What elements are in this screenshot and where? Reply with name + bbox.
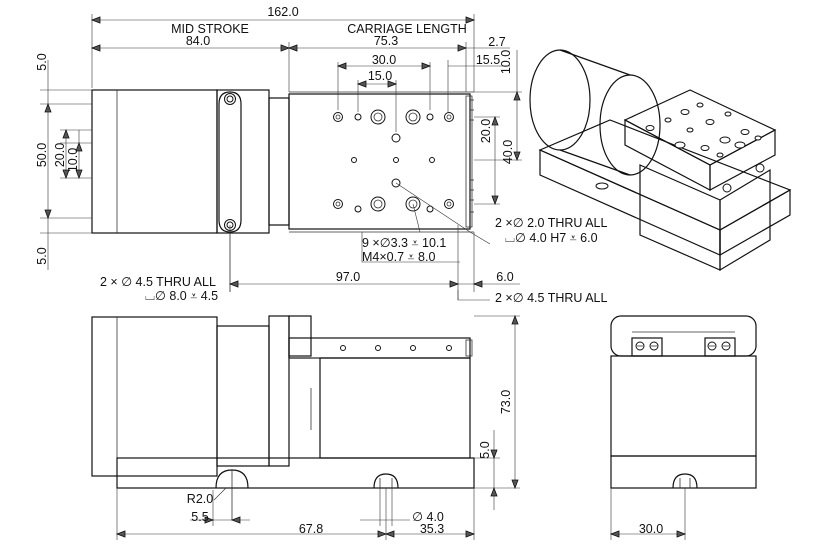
- note-m4: M4×0.7 ⩡ 8.0: [362, 250, 435, 264]
- note-thru-4-5-right: 2 ×∅ 4.5 THRU ALL: [495, 291, 607, 305]
- base-front: [116, 457, 475, 489]
- dim-2-7: 2.7: [488, 35, 505, 49]
- note-cbore-8: ⌴∅ 8.0 ⩡ 4.5: [145, 289, 218, 303]
- side-view: [609, 315, 757, 540]
- dim-67-8: 67.8: [299, 522, 323, 536]
- dim-30: 30.0: [372, 53, 396, 67]
- dim-20-left: 20.0: [53, 143, 67, 167]
- dim-5-side: 5.0: [478, 441, 492, 458]
- note-h7: ⌴∅ 4.0 H7 ⩡ 6.0: [505, 231, 598, 245]
- dim-5-bottom: 5.0: [35, 247, 49, 264]
- dim-73: 73.0: [499, 390, 513, 414]
- dim-35-3: 35.3: [420, 522, 444, 536]
- dim-50: 50.0: [35, 143, 49, 167]
- dim-10-left: 10.0: [66, 148, 80, 172]
- front-view-dimensions: [115, 314, 520, 540]
- mid-stroke-label: MID STROKE: [171, 22, 249, 36]
- dim-15: 15.0: [368, 69, 392, 83]
- carriage-length-label: CARRIAGE LENGTH: [347, 22, 466, 36]
- radius-2: R2.0: [187, 492, 213, 506]
- side-carriage: [610, 315, 757, 357]
- coupling-block-top: [216, 89, 270, 234]
- dim-15-5: 15.5: [476, 53, 500, 67]
- dim-10-right: 10.0: [499, 50, 513, 74]
- note-9-holes: 9 ×∅3.3 ⩡ 10.1: [362, 236, 446, 250]
- carriage-top: [288, 93, 471, 230]
- dim-20-right: 20.0: [479, 119, 493, 143]
- dim-97: 97.0: [336, 270, 360, 284]
- dim-40-right: 40.0: [501, 140, 515, 164]
- dim-6: 6.0: [496, 270, 513, 284]
- motor-front: [91, 316, 218, 477]
- top-view: [91, 89, 474, 234]
- carriage-length-value: 75.3: [374, 34, 398, 48]
- dim-total-length: 162.0: [267, 5, 298, 19]
- note-thru-4-5-left: 2 × ∅ 4.5 THRU ALL: [100, 275, 216, 289]
- dim-30-end: 30.0: [639, 522, 663, 536]
- carriage-hole-pattern: [333, 109, 454, 213]
- top-view-dimensions: [40, 14, 522, 301]
- note-thru-2: 2 ×∅ 2.0 THRU ALL: [495, 216, 607, 230]
- dia-4: ∅ 4.0: [412, 510, 444, 524]
- front-view: [91, 315, 475, 520]
- dimension-labels: 162.0 MID STROKE 84.0 CARRIAGE LENGTH 75…: [35, 5, 663, 536]
- motor-top: [91, 89, 218, 234]
- dim-5-5: 5.5: [191, 510, 208, 524]
- mid-stroke-value: 84.0: [186, 34, 210, 48]
- isometric-view: [529, 49, 792, 272]
- dim-5-top: 5.0: [35, 53, 49, 70]
